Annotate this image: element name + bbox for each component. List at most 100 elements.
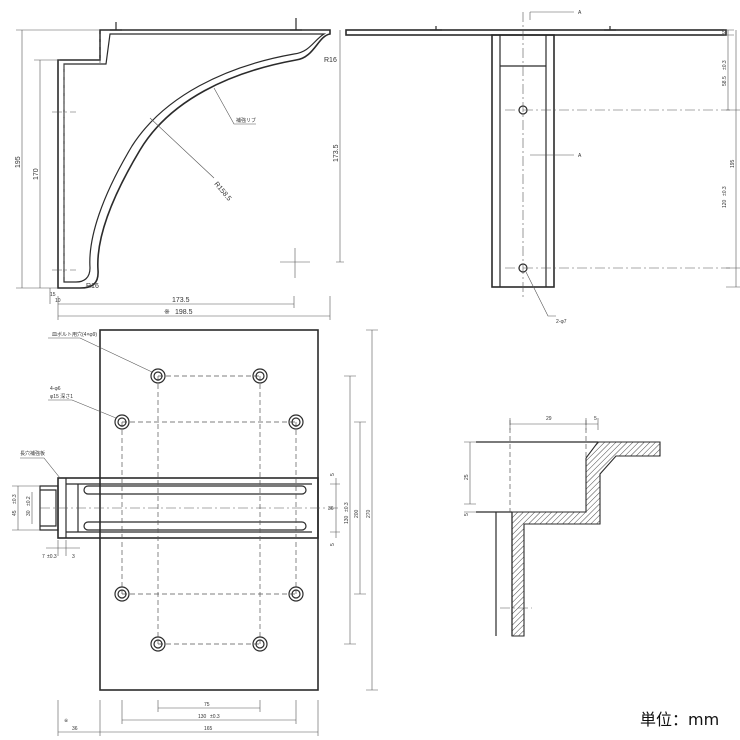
dim-small: 3 — [72, 554, 75, 560]
dim-hole-pitch: 120 — [722, 199, 728, 208]
countersink-hole — [150, 636, 166, 652]
left-flange — [39, 485, 59, 531]
top-mount-left — [110, 22, 122, 31]
note-holes-spec: φ15 深さ1 — [50, 393, 73, 400]
mount-hole-inner — [117, 417, 127, 427]
section-line — [529, 11, 574, 156]
radius-leader — [149, 117, 215, 179]
dim-gap-b: 5 — [330, 543, 336, 546]
dim-section-lower: 5 — [464, 513, 470, 516]
dim-bottom-130: 130 — [198, 714, 207, 720]
dim-section-height: 25 — [464, 474, 470, 480]
dim-hole-top-tol: ±0.3 — [722, 60, 728, 70]
section-mark-top: A — [578, 10, 582, 16]
dim-slot-offset-tol: ±0.3 — [47, 554, 57, 560]
center-mark — [52, 100, 76, 124]
top-mount-right — [290, 18, 302, 31]
hole-leader — [525, 271, 556, 317]
front-dims — [724, 29, 740, 288]
dim-offset-tiny: 15 — [50, 292, 56, 298]
dim-gap-a: 5 — [330, 473, 336, 476]
dim-span-200: 200 — [354, 509, 360, 518]
dim-hole-pitch-tol: ±0.3 — [722, 186, 728, 196]
center-lines — [505, 12, 730, 300]
dim-radius-main: R158.5 — [212, 181, 232, 203]
dim-bottom-130-tol: ±0.3 — [210, 714, 220, 720]
countersink-hole-inner — [153, 639, 163, 649]
dim-bottom-36: 36 — [72, 726, 78, 732]
dim-width-total: 198.5 — [175, 309, 193, 316]
dim-section-thickness: 5 — [594, 416, 597, 422]
countersink-hole-inner — [255, 371, 265, 381]
dim-top-thickness: 5 — [722, 30, 725, 36]
countersink-hole-inner — [153, 371, 163, 381]
dim-height-inner: 170 — [33, 168, 40, 180]
dim-width-inner: 173.5 — [172, 297, 190, 304]
countersink-hole — [150, 368, 166, 384]
mount-hole-inner — [291, 589, 301, 599]
mount-hole — [114, 586, 130, 602]
front-view: A A 5 58.5 ±0.3 195 120 ±0.3 2-φ7 — [345, 10, 740, 325]
dim-hole-span-v-tol: ±0.3 — [344, 502, 350, 512]
dim-hole-span-v: 130 — [344, 515, 350, 524]
slot-upper — [83, 485, 307, 495]
hidden-line — [63, 34, 101, 280]
dim-left-height: 45 — [12, 510, 18, 516]
section-view: 29 5 25 5 — [464, 416, 661, 637]
mount-hole — [114, 414, 130, 430]
dim-slot-offset: 7 — [42, 554, 45, 560]
dim-hole-top-offset: 58.5 — [722, 76, 728, 86]
bracket-outline — [57, 29, 331, 289]
section-hatch — [511, 441, 661, 637]
plan-dims — [12, 329, 378, 736]
section-dims — [464, 418, 599, 513]
base-plate — [99, 329, 319, 691]
countersink-hole-inner — [255, 639, 265, 649]
section-mark-bottom: A — [578, 153, 582, 159]
dim-width-total-prefix: ※ — [164, 309, 170, 316]
mount-hole — [288, 414, 304, 430]
slot-inner — [65, 478, 312, 538]
dim-bottom-mark: ※ — [64, 718, 68, 724]
note-countersink: 皿ボルト用穴(4×φ9) — [52, 331, 97, 338]
dim-slot-width: 30 — [26, 510, 32, 516]
note-slot: 長穴補強板 — [20, 450, 45, 457]
section-outline — [476, 441, 598, 636]
dim-span-270: 270 — [366, 509, 372, 518]
countersink-hole — [252, 368, 268, 384]
hole-spec: 2-φ7 — [556, 319, 567, 325]
cross-mark — [280, 248, 310, 278]
mount-hole-inner — [117, 589, 127, 599]
leader-slot — [20, 457, 61, 479]
countersink-hole — [252, 636, 268, 652]
dim-center: 36 — [328, 506, 334, 512]
dim-lines — [16, 29, 344, 320]
dim-section-width: 29 — [546, 416, 552, 422]
dim-slot-tol: ±0.2 — [26, 496, 32, 506]
mount-hole — [288, 586, 304, 602]
unit-label: 単位：mm — [640, 710, 720, 729]
dim-left-height-tol: ±0.3 — [12, 494, 18, 504]
rib-note: 補強リブ — [236, 117, 256, 124]
dim-radius-bottom: R16 — [86, 283, 99, 290]
hole-grid — [121, 375, 297, 645]
dim-height-outer: 195 — [15, 156, 22, 168]
section-hidden — [509, 420, 587, 512]
note-holes-qty: 4-φ6 — [50, 386, 61, 392]
dim-radius-top: R16 — [324, 57, 337, 64]
leader-holes — [48, 399, 117, 419]
plan-view: 皿ボルト用穴(4×φ9) 4-φ6 φ15 深さ1 長穴補強板 45 ±0.3 … — [12, 329, 378, 736]
rib-leader — [213, 87, 256, 125]
mount-hole-inner — [291, 417, 301, 427]
slot-lower — [83, 521, 307, 531]
top-mounts — [430, 26, 616, 31]
bracket-inner — [63, 33, 327, 283]
side-view: 195 170 173.5 173.5 ※ 198.5 R158.5 R16 R… — [15, 18, 344, 320]
dim-offset-small: 10 — [55, 298, 61, 304]
leader-countersink — [48, 337, 153, 373]
dim-bottom-165: 165 — [204, 726, 213, 732]
dim-bottom-75: 75 — [204, 702, 210, 708]
dim-front-height: 195 — [730, 159, 736, 168]
dim-height-right: 173.5 — [333, 144, 340, 162]
